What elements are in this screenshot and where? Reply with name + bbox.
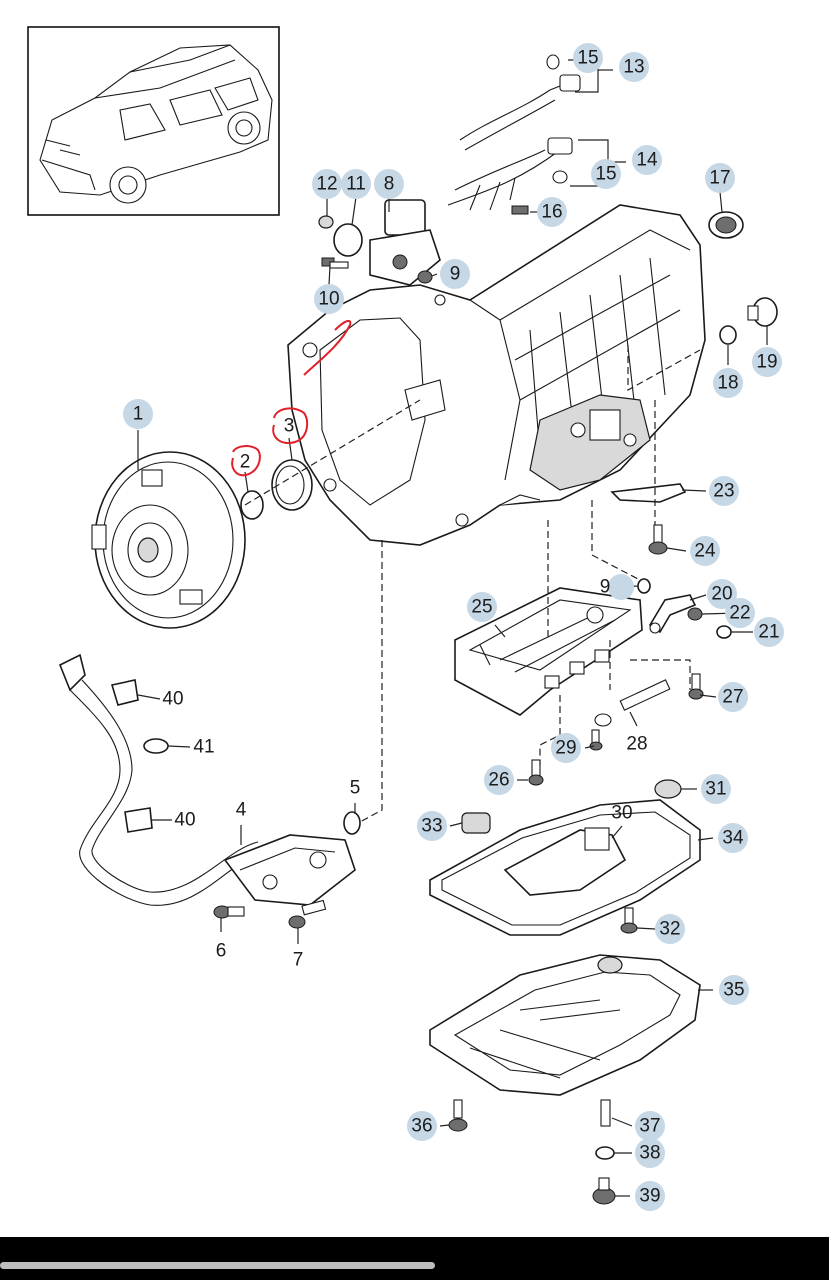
o-ring-part-2 — [240, 490, 264, 520]
callout-21: 21 — [758, 622, 779, 643]
callout-13: 13 — [623, 57, 644, 78]
callout-26: 26 — [488, 770, 509, 791]
callout-9-upper: 9 — [450, 264, 461, 285]
callout-20: 20 — [711, 584, 732, 605]
nut-part-21 — [716, 625, 732, 639]
bolt-part-26 — [528, 759, 544, 786]
callout-40-upper: 40 — [162, 689, 183, 710]
clip-part-40-lower — [124, 807, 153, 833]
lever-part-20 — [648, 594, 697, 634]
clip-part-40-upper — [110, 679, 139, 706]
callout-39: 39 — [639, 1186, 660, 1207]
plug-part-19 — [747, 297, 778, 327]
callout-37: 37 — [639, 1116, 660, 1137]
oil-filter-part-30 — [503, 827, 627, 896]
callout-38: 38 — [639, 1143, 660, 1164]
callout-11: 11 — [346, 174, 366, 195]
bolt-part-32 — [620, 907, 638, 934]
callout-31: 31 — [705, 779, 726, 800]
bolt-part-6 — [213, 905, 245, 919]
callout-16: 16 — [541, 202, 562, 223]
callout-15-lower: 15 — [595, 164, 616, 185]
seal-part-31 — [654, 779, 682, 799]
callout-35: 35 — [723, 980, 744, 1001]
valve-body-part-25 — [454, 587, 643, 716]
assembly-guide-lines — [244, 345, 701, 823]
callout-4: 4 — [236, 800, 247, 821]
bolt-part-37 — [600, 1099, 611, 1127]
callout-28: 28 — [626, 734, 647, 755]
callout-41: 41 — [193, 737, 214, 758]
seal-ring-part-18 — [719, 325, 737, 345]
bolt-part-29 — [589, 713, 612, 751]
heat-exchanger-part-4 — [223, 834, 356, 906]
callout-34: 34 — [722, 828, 744, 849]
callout-23: 23 — [713, 481, 734, 502]
bracket-part-23 — [610, 483, 687, 503]
exploded-parts-diagram: 1 2 3 4 5 6 7 8 9 10 11 12 13 14 15 15 1… — [27, 26, 784, 1211]
shaft-seal-part-17 — [708, 211, 744, 239]
callout-9-lower: 9 — [600, 577, 611, 598]
callout-8: 8 — [384, 174, 395, 195]
callout-7: 7 — [293, 950, 304, 971]
callout-32: 32 — [659, 919, 680, 940]
callout-17: 17 — [709, 168, 730, 189]
callout-22: 22 — [729, 603, 750, 624]
callouts: 1 2 3 4 5 6 7 8 9 10 11 12 13 14 15 15 1… — [123, 43, 784, 1211]
nut-part-22 — [687, 607, 703, 621]
oil-pan-part-35 — [429, 954, 701, 1096]
callout-19: 19 — [756, 352, 777, 373]
bolt-part-27 — [688, 673, 704, 700]
callout-6: 6 — [216, 941, 227, 962]
bolt-part-36 — [448, 1099, 468, 1132]
callout-10: 10 — [318, 289, 339, 310]
drain-plug-part-39 — [592, 1177, 616, 1205]
callout-33: 33 — [421, 816, 442, 837]
callout-27: 27 — [722, 687, 743, 708]
callout-12: 12 — [316, 174, 337, 195]
callout-25: 25 — [471, 597, 492, 618]
torque-converter — [91, 451, 246, 629]
washer-part-9-upper — [417, 270, 433, 284]
cap-part-11 — [333, 223, 363, 257]
washer-part-38 — [595, 1146, 615, 1160]
callout-30: 30 — [611, 803, 632, 824]
sensor-part-28 — [619, 679, 671, 711]
callout-36: 36 — [411, 1116, 432, 1137]
callout-3: 3 — [284, 416, 295, 437]
callout-24: 24 — [694, 541, 716, 562]
wiring-harness-upper — [447, 54, 581, 215]
bolt-part-10 — [321, 257, 349, 269]
vehicle-thumbnail — [27, 26, 280, 216]
home-indicator[interactable] — [0, 1262, 435, 1269]
gearbox-housing — [287, 204, 706, 546]
callout-1: 1 — [133, 404, 144, 425]
clip-part-41 — [143, 738, 169, 754]
bolt-part-7 — [288, 899, 327, 929]
magnet-part-33 — [461, 812, 491, 834]
callout-5: 5 — [350, 778, 361, 799]
callout-18: 18 — [717, 373, 738, 394]
nut-part-12 — [318, 215, 334, 229]
callout-40-lower: 40 — [174, 810, 195, 831]
callout-14: 14 — [636, 150, 658, 171]
o-ring-part-5 — [343, 811, 361, 835]
washer-part-9-lower — [637, 578, 651, 594]
bolt-part-24 — [648, 524, 668, 555]
system-bottom-bar — [0, 1237, 829, 1280]
callout-29: 29 — [555, 738, 576, 759]
callout-15-upper: 15 — [577, 48, 598, 69]
red-annotations — [231, 319, 352, 477]
shaft-seal-part-3 — [271, 459, 313, 511]
wiring-harness-lower — [58, 653, 261, 906]
callout-2: 2 — [240, 452, 251, 473]
